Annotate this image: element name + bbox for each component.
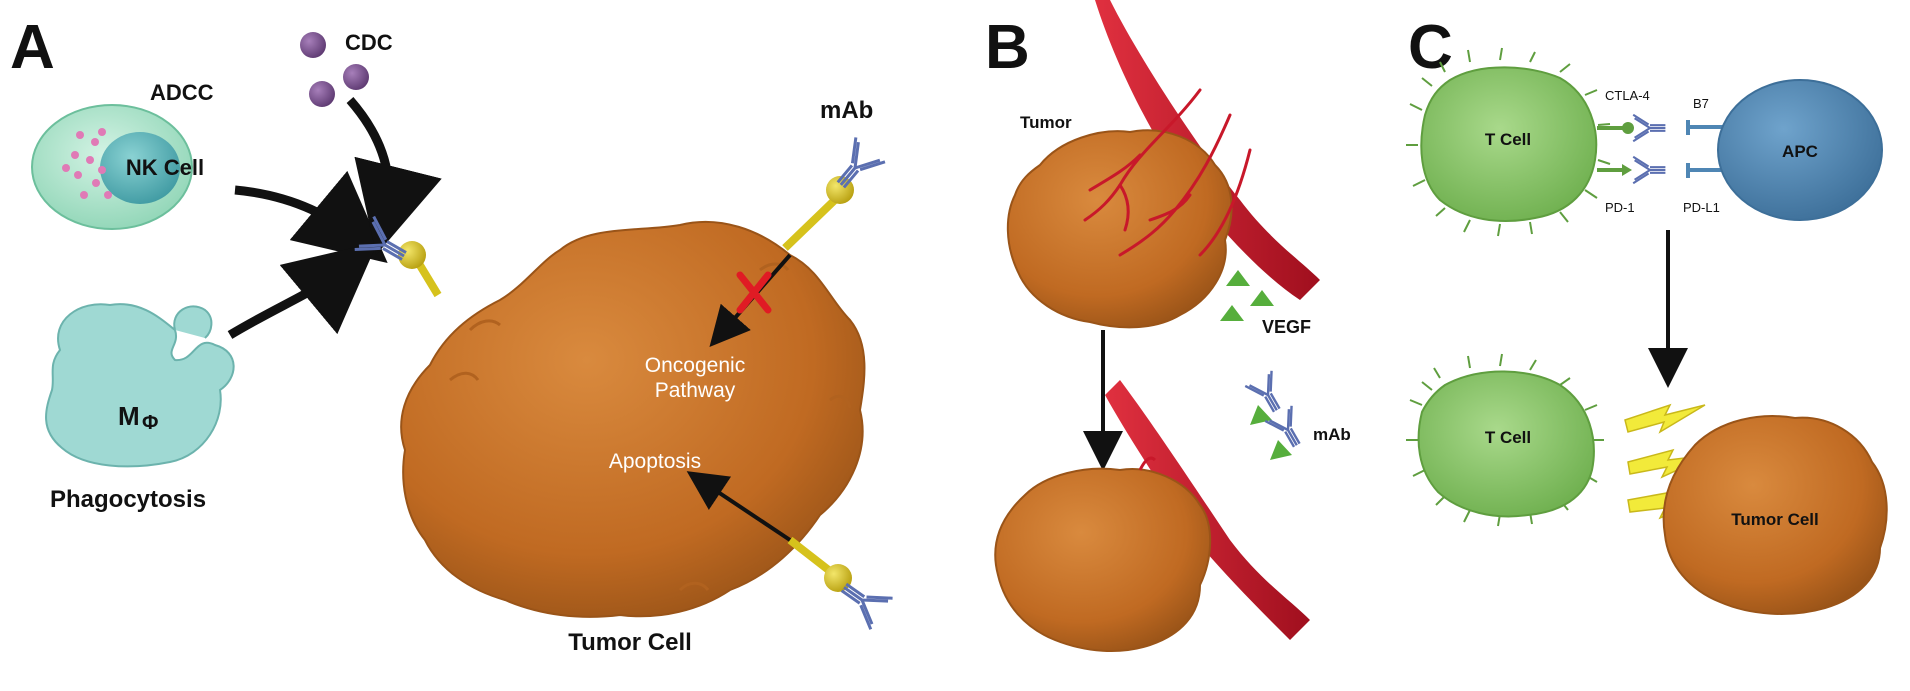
antibody-bound-bottom	[787, 536, 895, 631]
oncogenic-line1: Oncogenic	[645, 354, 745, 377]
panel-a-letter: A	[10, 13, 55, 82]
tumor-cell-label-c: Tumor Cell	[1731, 510, 1819, 529]
pd1-label: PD-1	[1605, 200, 1635, 215]
adcc-label: ADCC	[150, 80, 214, 105]
ctla4-receptor	[1597, 113, 1667, 143]
tumor-label-b: Tumor	[1020, 113, 1072, 132]
panel-a: A NK Cell ADCC CDC M Φ	[10, 13, 895, 656]
panel-c-letter: C	[1408, 13, 1453, 82]
ctla4-label: CTLA-4	[1605, 88, 1650, 103]
cdc-dot	[309, 81, 335, 107]
b7-ligand	[1686, 120, 1725, 135]
vegf-molecules	[1220, 270, 1274, 321]
pdl1-label: PD-L1	[1683, 200, 1720, 215]
cdc-dot	[343, 64, 369, 90]
nk-cell-label: NK Cell	[126, 155, 204, 180]
antibody-bound-left	[353, 215, 442, 298]
antibody-icon	[1632, 113, 1667, 143]
panel-c: C T Cell CTLA-4 PD-1	[1406, 13, 1888, 615]
pd1-receptor	[1597, 155, 1667, 185]
t-cell-top-label: T Cell	[1485, 130, 1531, 149]
mab-label-b: mAb	[1313, 425, 1351, 444]
antibody-icon	[1244, 369, 1292, 420]
blood-vessel-top	[1095, 0, 1320, 300]
mab-label-a: mAb	[820, 97, 873, 124]
blood-vessel-bottom	[1105, 380, 1310, 640]
vegf-label: VEGF	[1262, 317, 1311, 337]
b7-label: B7	[1693, 96, 1709, 111]
nk-nucleus	[100, 132, 180, 204]
t-cell-top: T Cell	[1406, 47, 1611, 237]
cdc-complement	[300, 32, 369, 107]
lightning-icon	[1624, 403, 1706, 434]
antigen-ball	[824, 564, 852, 592]
arrow-phagocytosis	[227, 241, 378, 339]
macrophage: M Φ	[45, 303, 235, 468]
tumor-cell-label-a: Tumor Cell	[568, 629, 692, 656]
tumor-bottom	[994, 467, 1212, 653]
arrow-apoptosis	[686, 471, 792, 542]
cdc-label: CDC	[345, 30, 393, 55]
antibody-bound-top	[782, 135, 887, 251]
tumor-top	[1006, 129, 1233, 329]
arrow-adcc	[234, 170, 388, 264]
nk-cell: NK Cell	[31, 104, 204, 230]
apc-label: APC	[1782, 142, 1818, 161]
cdc-dot	[300, 32, 326, 58]
pdl1-ligand	[1686, 163, 1725, 178]
apc-cell	[1717, 79, 1883, 221]
t-cell-bottom-label: T Cell	[1485, 428, 1531, 447]
vegf-mab-complex	[1244, 369, 1312, 460]
tumor-cell-c	[1662, 415, 1888, 615]
antibody-icon	[1632, 155, 1667, 185]
panel-b: B Tumor VEGF	[985, 0, 1351, 653]
tumor-cell-large	[400, 220, 866, 618]
macrophage-phi: Φ	[142, 412, 158, 434]
macrophage-m: M	[118, 401, 140, 431]
antigen-ball	[398, 241, 426, 269]
t-cell-bottom: T Cell	[1406, 353, 1604, 527]
nk-granules	[62, 128, 112, 199]
phagocytosis-label: Phagocytosis	[50, 486, 206, 513]
tumor-vasculature	[1083, 88, 1252, 257]
apoptosis-label: Apoptosis	[609, 450, 701, 473]
panel-b-letter: B	[985, 13, 1030, 82]
block-x-icon	[736, 271, 772, 314]
antibody-icon	[1264, 404, 1312, 455]
oncogenic-line2: Pathway	[655, 379, 736, 402]
arrow-cdc	[346, 97, 442, 255]
